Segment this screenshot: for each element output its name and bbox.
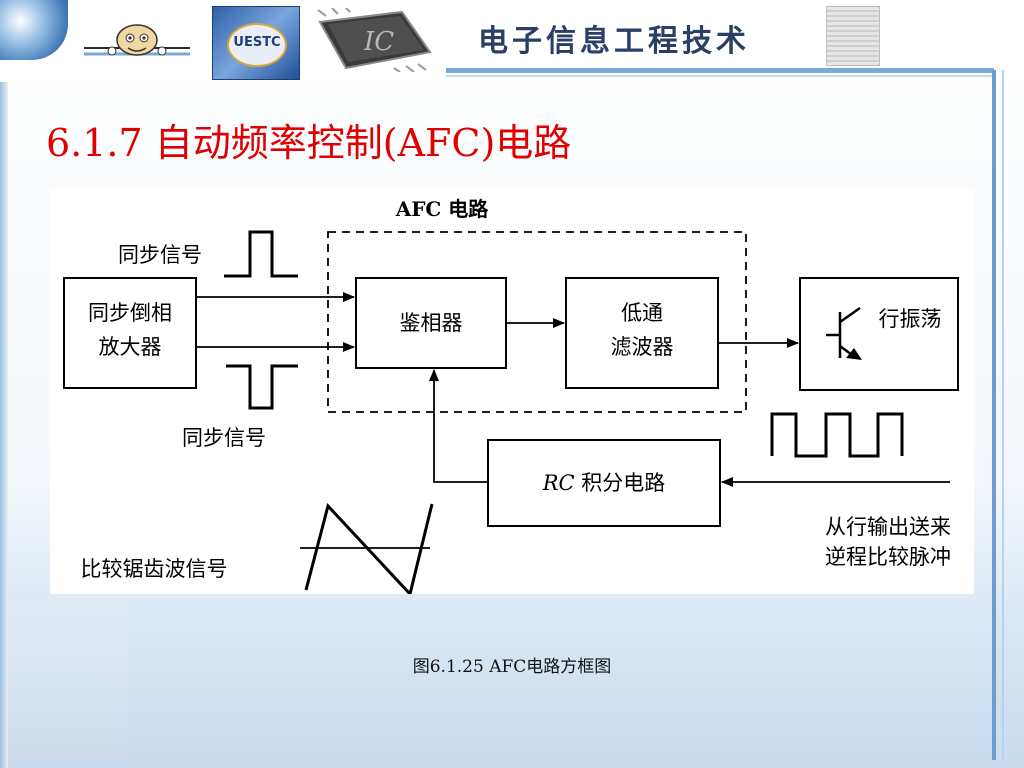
logo-ring <box>227 23 287 67</box>
flyback-label-1: 从行输出送来 <box>825 515 951 539</box>
figure-caption: 图6.1.25 AFC电路方框图 <box>412 657 612 677</box>
header-rule <box>446 68 994 73</box>
sync-amplifier-label-2: 放大器 <box>99 335 162 359</box>
chip-label: IC <box>363 27 394 57</box>
diagram-panel: AFC 电路 同步倒相 放大器 鉴相器 低通 滤波器 行振荡 RC 积分电路 <box>50 190 974 598</box>
oscillator-label: 行振荡 <box>879 307 942 331</box>
sync-amplifier-block <box>63 277 197 389</box>
logo-text: UESTC <box>233 35 281 50</box>
slide-title: 6.1.7 自动频率控制(AFC)电路 <box>46 121 572 165</box>
phase-detector-label: 鉴相器 <box>400 311 463 335</box>
negative-sync-pulse <box>226 364 298 410</box>
sync-signal-label-bottom: 同步信号 <box>182 426 266 450</box>
phase-detector-block <box>355 277 507 369</box>
lpf-label-1: 低通 <box>621 301 663 325</box>
transistor-emitter-arrow <box>846 348 862 360</box>
sawtooth-label: 比较锯齿波信号 <box>81 557 228 581</box>
sawtooth-waveform <box>304 502 434 598</box>
positive-sync-pulse <box>224 230 298 278</box>
right-frame-bar <box>992 70 996 760</box>
sync-amplifier-label-1: 同步倒相 <box>88 301 172 325</box>
header-rule-thin <box>446 75 994 77</box>
header-title: 电子信息工程技术 <box>478 24 750 59</box>
oscillator-block <box>799 277 959 391</box>
left-frame-bar <box>0 0 8 768</box>
mascot-logo-icon <box>84 24 190 56</box>
afc-group-label: AFC 电路 <box>395 197 490 221</box>
ic-chip-icon: IC <box>317 8 432 72</box>
rc-italic: RC <box>542 471 575 495</box>
rc-integrator-block <box>487 439 721 527</box>
arrow-rc-to-detector <box>429 369 488 483</box>
flyback-pulse-waveform <box>770 412 904 458</box>
lpf-label-2: 滤波器 <box>611 335 674 359</box>
low-pass-filter-block <box>565 277 719 389</box>
afc-block-diagram: AFC 电路 同步倒相 放大器 鉴相器 低通 滤波器 行振荡 RC 积分电路 <box>63 197 959 598</box>
afc-dashed-boundary <box>327 231 747 413</box>
right-frame-bar-thin <box>1002 70 1004 760</box>
flyback-label-2: 逆程比较脉冲 <box>825 545 951 569</box>
corner-orb-decoration <box>0 0 68 60</box>
slide-header: UESTC IC 电子信息工程技术 <box>0 0 1024 82</box>
header-side-image <box>826 6 880 66</box>
rc-rest: 积分电路 <box>575 471 666 495</box>
sync-signal-label-top: 同步信号 <box>118 243 202 267</box>
uestc-logo: UESTC <box>212 6 300 80</box>
rc-integrator-label: RC 积分电路 <box>542 471 666 495</box>
background-building-image <box>8 600 128 760</box>
